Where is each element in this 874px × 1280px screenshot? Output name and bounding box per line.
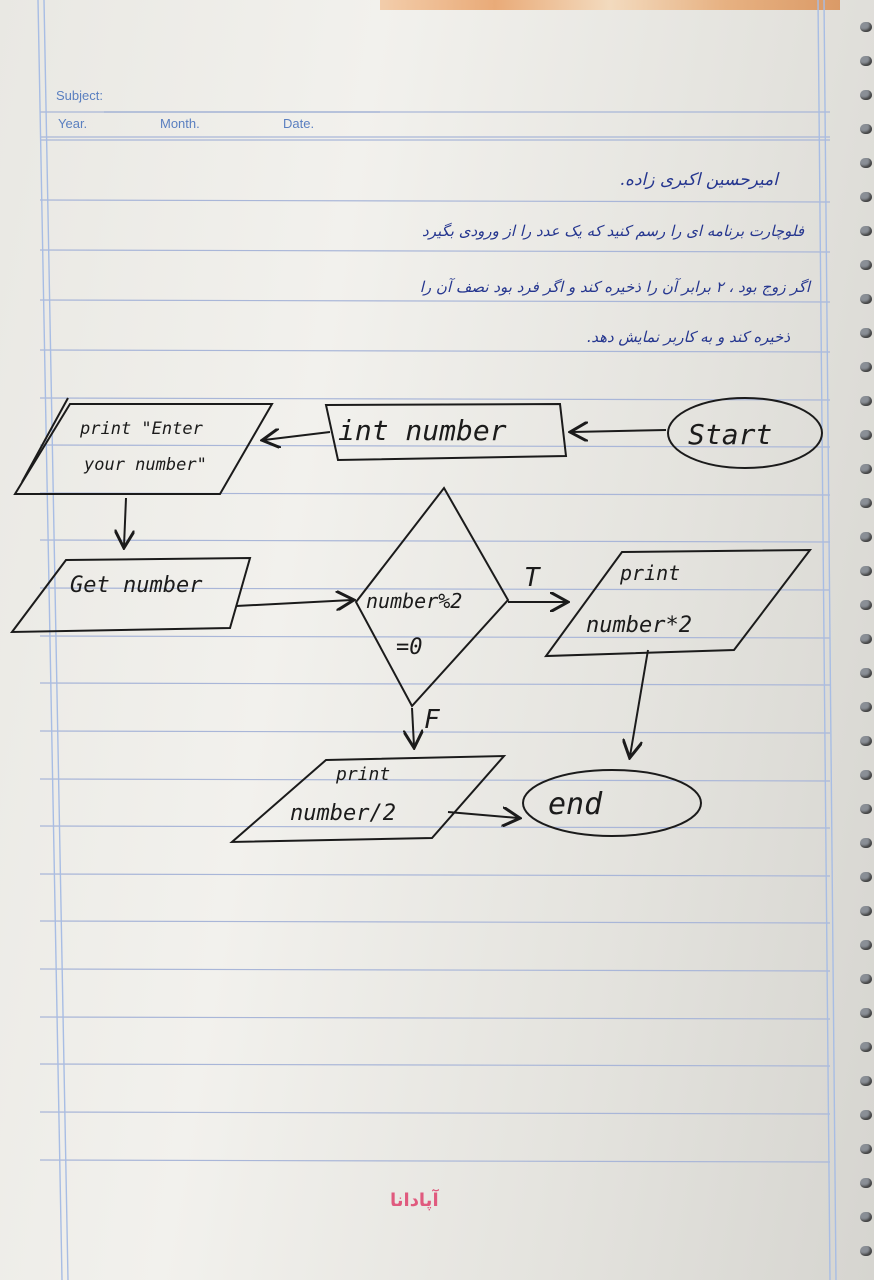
prompt-label-line-2: your number" [83, 455, 207, 475]
arrow-input-to-decision [235, 600, 352, 606]
start-label: Start [688, 418, 772, 451]
input-label: Get number [70, 573, 203, 598]
true-output-shape [543, 548, 813, 658]
end-label: end [548, 787, 603, 822]
true-output-label-line-2: number*2 [586, 613, 692, 638]
arrow-false-to-end [447, 812, 518, 818]
false-output-label-line-1: print [335, 764, 390, 785]
year-label: Year. [58, 116, 88, 131]
problem-line-2: اگر زوج بود ، ۲ برابر آن را ذخیره کند و … [419, 278, 810, 296]
input-shape [9, 556, 252, 634]
false-branch-label: F [424, 705, 441, 735]
brand-logo: آپادانا [390, 1190, 439, 1211]
start-terminal [667, 397, 823, 469]
false-output-shape [229, 754, 507, 844]
problem-line-1: فلوچارت برنامه ای را رسم کنید که یک عدد … [422, 222, 804, 240]
prompt-output-shape [13, 403, 274, 495]
arrow-decision-to-false [412, 707, 414, 746]
declare-label: int number [338, 414, 507, 447]
true-output-label-line-1: print [619, 561, 680, 585]
arrow-declare-to-prompt [264, 432, 331, 440]
month-label: Month. [160, 116, 200, 131]
arrow-true-to-end [630, 649, 649, 756]
decision-diamond [354, 486, 510, 708]
arrow-start-to-declare [572, 430, 667, 432]
declare-process-box [324, 402, 568, 462]
prompt-strike-line [21, 397, 69, 483]
date-label: Date. [283, 116, 315, 131]
condition-label-line-2: =0 [396, 635, 423, 660]
arrow-prompt-to-input [124, 497, 126, 546]
prompt-label-line-1: print "Enter [79, 419, 204, 439]
true-branch-label: T [524, 563, 541, 593]
problem-line-3: ذخیره کند و به کاربر نمایش دهد. [586, 328, 790, 346]
end-terminal [522, 769, 702, 837]
subject-label: Subject: [56, 88, 103, 103]
false-output-label-line-2: number/2 [290, 801, 396, 826]
condition-label-line-1: number%2 [366, 589, 462, 613]
cover-edge [380, 0, 840, 10]
student-name: امیرحسین اکبری زاده. [619, 170, 778, 190]
